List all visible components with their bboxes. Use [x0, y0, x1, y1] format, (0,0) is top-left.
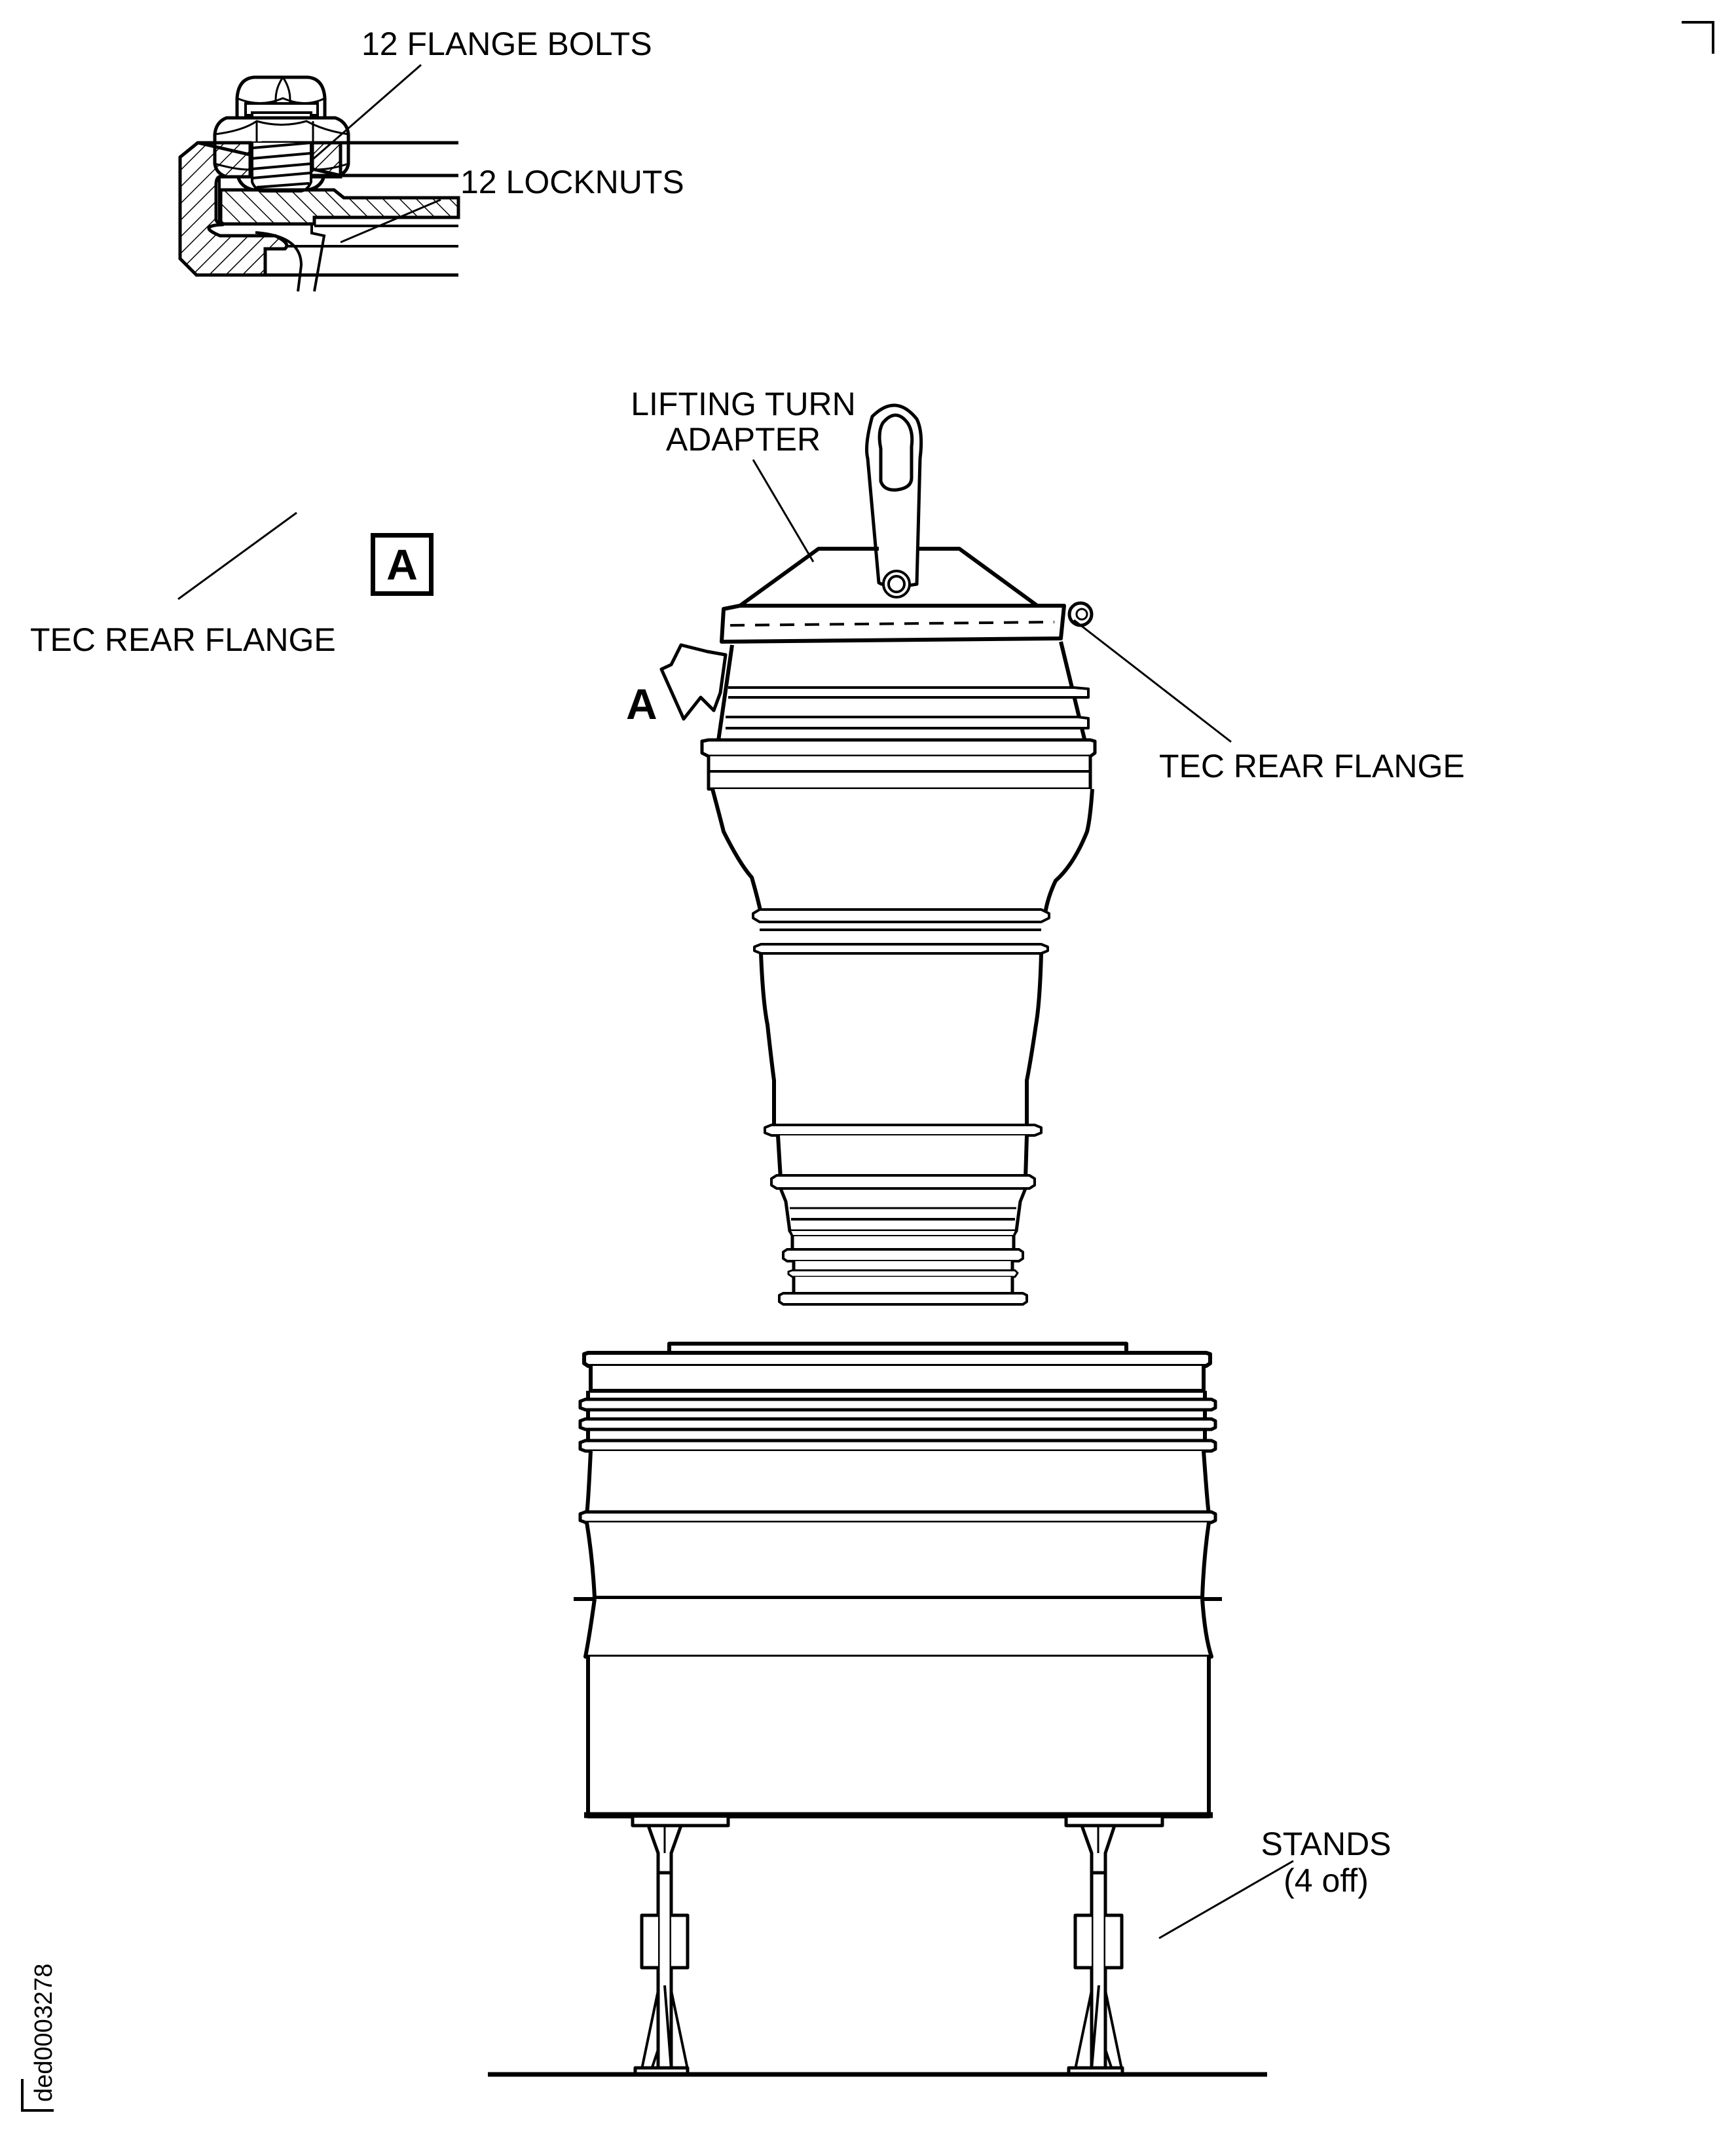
- label-locknuts: 12 LOCKNUTS: [460, 164, 684, 200]
- corner-mark-top-right: [1682, 21, 1714, 54]
- label-lifting-turn-adapter: LIFTING TURN ADAPTER: [619, 386, 868, 457]
- label-tec-rear-flange-detail: TEC REAR FLANGE: [30, 621, 336, 658]
- lifting-turn-adapter: [720, 547, 1094, 644]
- engine-core-casing: [711, 788, 1094, 1190]
- label-stands: STANDS (4 off): [1241, 1826, 1411, 1899]
- stand-right: [1064, 1818, 1164, 2076]
- stand-left: [631, 1818, 730, 2076]
- figure-id: ded0003278: [30, 1963, 58, 2102]
- label-stands-line1: STANDS: [1261, 1826, 1392, 1862]
- engine-assembly: [488, 403, 1267, 2077]
- label-stands-line2: (4 off): [1284, 1862, 1369, 1899]
- engine-exhaust-upper: [700, 641, 1097, 791]
- detail-a-callout-box: A: [371, 533, 434, 596]
- label-lifting-turn-adapter-line2: ADAPTER: [665, 421, 821, 458]
- engine-neck: [778, 1188, 1028, 1306]
- bolt-thread-icon: [251, 141, 312, 193]
- fan-case: [574, 1342, 1222, 1818]
- view-arrow-a-label: A: [626, 680, 657, 728]
- label-flange-bolts: 12 FLANGE BOLTS: [361, 26, 652, 62]
- leader-lines-main: [752, 459, 1294, 1940]
- detail-a-section: [178, 75, 460, 292]
- label-lifting-turn-adapter-line1: LIFTING TURN: [631, 386, 856, 422]
- tec-rear-flange-web: [221, 223, 326, 292]
- view-arrow-a-icon: [659, 643, 728, 721]
- label-tec-rear-flange-main: TEC REAR FLANGE: [1159, 748, 1465, 784]
- leader-lines-detail: [177, 64, 441, 600]
- lifting-eye-icon: [865, 403, 923, 598]
- corner-mark-bottom-left: [21, 2079, 54, 2112]
